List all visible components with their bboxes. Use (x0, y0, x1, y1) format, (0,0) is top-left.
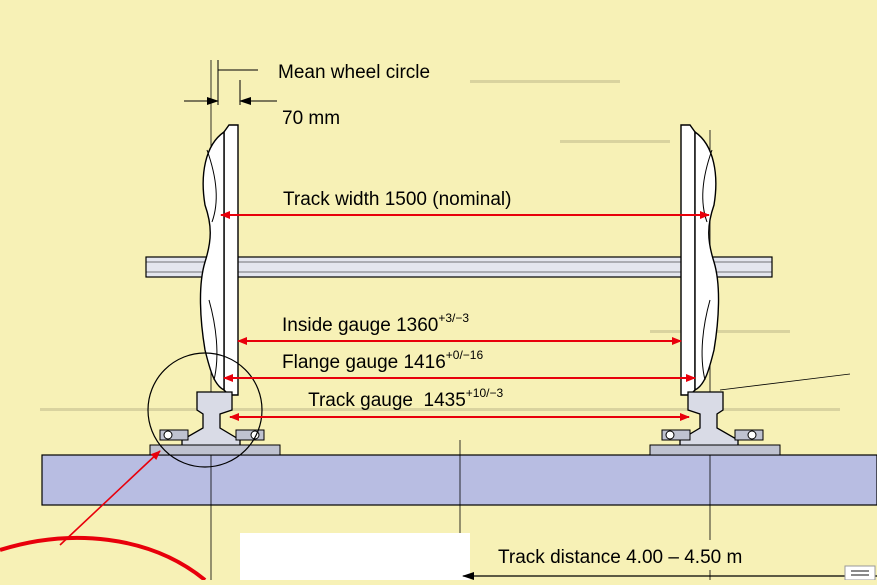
left-wheel (199, 124, 239, 396)
inside-gauge-label: Inside gauge 1360 (282, 315, 438, 336)
white-patch (240, 533, 470, 580)
mean-wheel-circle-label: Mean wheel circle (278, 62, 430, 83)
wheel-offset-label: 70 mm (282, 108, 340, 129)
flange-gauge-label: Flange gauge 1416 (282, 352, 446, 373)
right-rail (649, 391, 781, 456)
flange-gauge-tolerance: +0/−16 (446, 348, 484, 362)
callout-circle-fragment (0, 536, 207, 582)
left-rail (149, 391, 281, 456)
track-gauge-text: Track gauge 1435+10/−3 (282, 381, 519, 411)
inside-gauge-text: Inside gauge 1360+3/−3 (282, 311, 469, 336)
track-distance-label: Track distance 4.00 – 4.50 m (498, 547, 742, 568)
flange-gauge-text: Flange gauge 1416+0/−16 (282, 348, 483, 373)
track-width-label: Track width 1500 (nominal) (283, 189, 511, 210)
sleeper (41, 454, 877, 506)
right-wheel (680, 124, 720, 396)
track-gauge-tolerance: +10/−3 (466, 386, 504, 400)
callout-pointer (59, 450, 161, 546)
axle (145, 256, 773, 278)
menu-icon[interactable] (844, 565, 876, 581)
detail-circle (147, 352, 263, 468)
track-gauge-label: Track gauge 1435 (308, 390, 466, 411)
background-faint-print (40, 80, 840, 411)
inside-gauge-tolerance: +3/−3 (438, 311, 469, 325)
mean-wheel-circle-dimension: Mean wheel circle 70 mm (184, 60, 430, 129)
